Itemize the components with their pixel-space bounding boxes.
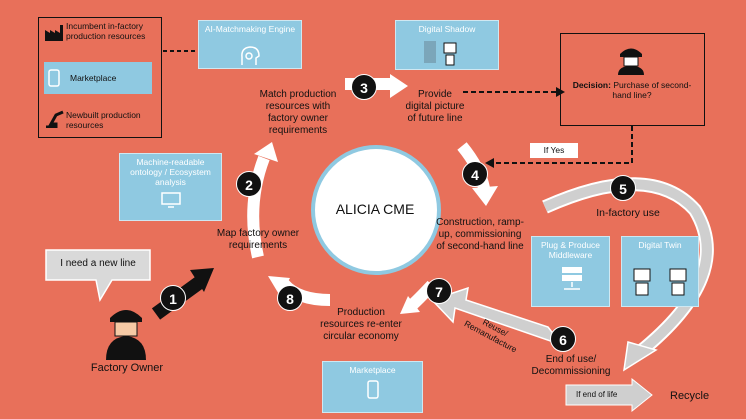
digital-shadow-label: Digital Shadow [418,24,476,34]
ontology-box[interactable]: Machine-readable ontology / Ecosystem an… [119,153,222,221]
step-8-label: Production resources re-enter circular e… [320,307,402,342]
server-icon [562,267,582,290]
step-5-label: In-factory use [596,207,660,219]
decision-label: Decision: [572,80,611,90]
provide-label: Provide digital picture of future line [405,89,465,124]
step-1-badge: 1 [160,285,186,311]
twin-robots-icon [633,268,687,296]
decision-text: Purchase of second-hand line? [612,80,692,100]
factory-icon [45,25,63,41]
step-6-badge: 6 [550,326,576,352]
center-circle [311,145,441,275]
phone-icon [367,380,379,399]
step-7-badge: 7 [426,278,452,304]
if-yes-badge: If Yes [530,143,578,158]
arrow-step-7 [430,286,565,347]
step-3-badge: 3 [351,74,377,100]
speech-text: I need a new line [60,258,136,269]
decision-box[interactable]: Decision: Purchase of second-hand line? [560,33,705,126]
plug-produce-label: Plug & Produce Middleware [540,240,601,260]
step-6-label: End of use/ Decommissioning [531,354,611,377]
decision-person-icon [618,48,644,75]
ai-matchmaking-box[interactable]: AI-Matchmaking Engine [198,20,302,69]
marketplace-bottom-label: Marketplace [349,365,396,375]
center-title: ALICIA CME [335,201,415,217]
marketplace-bottom-box[interactable]: Marketplace [322,361,423,413]
arrow-step-2 [247,155,270,259]
step-3-label: Match production resources with factory … [259,89,337,136]
factory-owner-icon [106,310,146,360]
step-2-label: Map factory owner requirements [216,228,300,251]
step-5-badge: 5 [610,175,636,201]
dashed-if-yes [492,126,633,164]
digital-twin-box[interactable]: Digital Twin [621,236,699,307]
plug-produce-box[interactable]: Plug & Produce Middleware [531,236,610,307]
if-end-label: If end of life [576,390,618,399]
legend-newbuilt: Newbuilt production resources [66,110,141,130]
digital-shadow-box[interactable]: Digital Shadow [395,20,499,70]
robot-arm-icon [46,110,64,128]
arrow-if-end [565,377,653,413]
robot-shadow-icon [424,41,457,66]
legend-marketplace-label: Marketplace [70,73,117,83]
speech-bubble [45,249,151,303]
brain-gear-icon [241,46,260,65]
step-8-badge: 8 [277,285,303,311]
legend-incumbent: Incumbent in-factory production resource… [66,21,146,41]
monitor-icon [161,192,181,208]
ai-matchmaking-label: AI-Matchmaking Engine [204,24,296,34]
ontology-label: Machine-readable ontology / Ecosystem an… [130,157,211,187]
step-4-label: Construction, ramp-up, commissioning of … [436,217,524,252]
recycle-label: Recycle [670,390,710,402]
digital-twin-label: Digital Twin [638,240,682,250]
factory-owner-label: Factory Owner [90,362,164,374]
phone-icon [48,69,60,87]
legend-marketplace[interactable]: Marketplace [44,62,152,94]
legend-box: Incumbent in-factory production resource… [38,17,162,138]
step-2-badge: 2 [236,171,262,197]
step-4-badge: 4 [462,161,488,187]
